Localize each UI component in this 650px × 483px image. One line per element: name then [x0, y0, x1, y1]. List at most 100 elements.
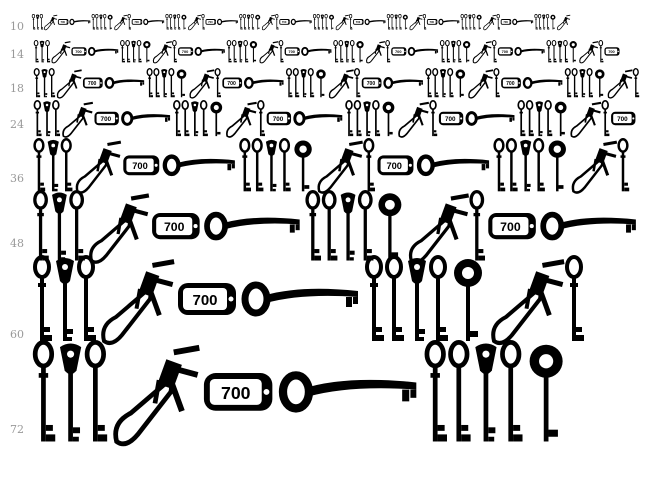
ornate-key-icon [454, 259, 482, 341]
ornate-key-icon [99, 14, 103, 30]
svg-text:700: 700 [132, 161, 148, 171]
ornate-key-icon [329, 14, 335, 30]
skeleton-key-icon [349, 40, 355, 63]
skeleton-key-icon [301, 46, 332, 56]
svg-text:700: 700 [288, 49, 295, 54]
ornate-key-icon [451, 40, 456, 63]
ornate-key-icon [475, 343, 497, 442]
skeleton-key-icon [52, 100, 61, 137]
ornate-key-icon [548, 140, 566, 192]
skeleton-key-icon [546, 40, 552, 63]
key-ring-icon [468, 69, 494, 99]
skeleton-key-icon [571, 68, 578, 98]
svg-text:700: 700 [164, 220, 185, 234]
skeleton-key-icon [226, 40, 232, 63]
skeleton-key-icon [39, 14, 44, 30]
skeleton-key-icon [533, 138, 545, 192]
ornate-key-icon [246, 14, 251, 30]
key-ring-icon [259, 41, 279, 64]
ornate-key-icon [43, 101, 51, 137]
skeleton-key-icon [617, 138, 630, 192]
skeleton-key-icon [33, 68, 41, 98]
skeleton-key-icon [534, 14, 538, 30]
skeleton-key-icon [425, 68, 432, 98]
key-tag-icon: 700 [500, 19, 512, 25]
svg-text:700: 700 [182, 49, 189, 54]
ornate-key-icon [294, 140, 312, 192]
ornate-key-icon [56, 258, 74, 341]
ornate-key-icon [173, 14, 177, 30]
size-label-72: 72 [10, 423, 24, 436]
skeleton-key-icon [216, 18, 238, 26]
ornate-key-icon [35, 14, 40, 30]
key-ring-icon [335, 14, 349, 31]
ornate-key-icon [320, 14, 324, 30]
ornate-key-icon [191, 101, 199, 137]
key-tag-icon: 700 [377, 155, 414, 176]
skeleton-key-icon [87, 46, 119, 56]
skeleton-key-icon [316, 14, 320, 30]
ornate-key-icon [476, 14, 482, 30]
skeleton-key-icon [545, 14, 550, 30]
skeleton-key-icon [32, 340, 56, 442]
skeleton-key-icon [429, 255, 448, 341]
key-ring-icon [408, 193, 470, 264]
key-tag-icon: 700 [488, 212, 536, 240]
size-label-36: 36 [10, 172, 24, 185]
skeleton-key-icon [127, 14, 131, 30]
ornate-key-icon [340, 192, 356, 261]
ornate-key-icon [455, 69, 466, 98]
ornate-key-icon [554, 101, 567, 137]
skeleton-key-icon [333, 40, 339, 63]
skeleton-key-icon [307, 68, 315, 98]
skeleton-key-icon [69, 190, 85, 261]
skeleton-key-icon [243, 40, 249, 63]
ornate-key-icon [468, 14, 472, 30]
skeleton-key-icon [353, 68, 361, 98]
skeleton-key-icon [429, 100, 438, 137]
skeleton-key-icon [278, 371, 417, 413]
svg-text:700: 700 [502, 49, 509, 54]
skeleton-key-icon [285, 68, 293, 98]
skeleton-key-icon [491, 40, 497, 63]
skeleton-key-icon [275, 14, 279, 30]
key-ring-icon [579, 41, 599, 64]
skeleton-key-icon [324, 14, 328, 30]
skeleton-key-icon [357, 190, 374, 261]
svg-text:700: 700 [356, 20, 361, 24]
skeleton-key-icon [84, 340, 108, 442]
key-ring-icon [409, 14, 423, 31]
ornate-key-icon [394, 14, 398, 30]
ornate-key-icon [47, 139, 59, 192]
svg-text:700: 700 [208, 20, 213, 24]
skeleton-key-icon [251, 138, 264, 192]
size-label-10: 10 [10, 20, 24, 33]
key-tag-icon: 700 [284, 47, 300, 56]
skeleton-key-icon [383, 77, 423, 89]
key-tag-icon: 700 [426, 19, 438, 25]
ornate-key-icon [107, 14, 113, 30]
ornate-key-icon [176, 69, 187, 98]
skeleton-key-icon [586, 68, 593, 98]
svg-text:700: 700 [192, 292, 217, 309]
skeleton-key-icon [199, 100, 208, 137]
skeleton-key-icon [632, 68, 640, 98]
skeleton-key-icon [165, 14, 169, 30]
svg-text:700: 700 [101, 116, 112, 123]
size-label-14: 14 [10, 48, 24, 61]
skeleton-key-icon [522, 77, 563, 89]
skeleton-key-icon [312, 14, 317, 30]
skeleton-key-icon [292, 68, 300, 98]
key-tag-icon: 700 [604, 47, 620, 56]
key-ring-icon [44, 14, 58, 31]
skeleton-key-icon [345, 100, 354, 137]
skeleton-key-icon [505, 138, 518, 192]
key-ring-icon [113, 344, 200, 447]
ornate-key-icon [529, 344, 563, 442]
ornate-key-icon [382, 101, 395, 137]
skeleton-key-icon [33, 40, 39, 63]
svg-text:700: 700 [430, 20, 435, 24]
skeleton-key-icon [146, 68, 153, 98]
ornate-key-icon [378, 193, 402, 261]
ornate-key-icon [363, 101, 371, 137]
